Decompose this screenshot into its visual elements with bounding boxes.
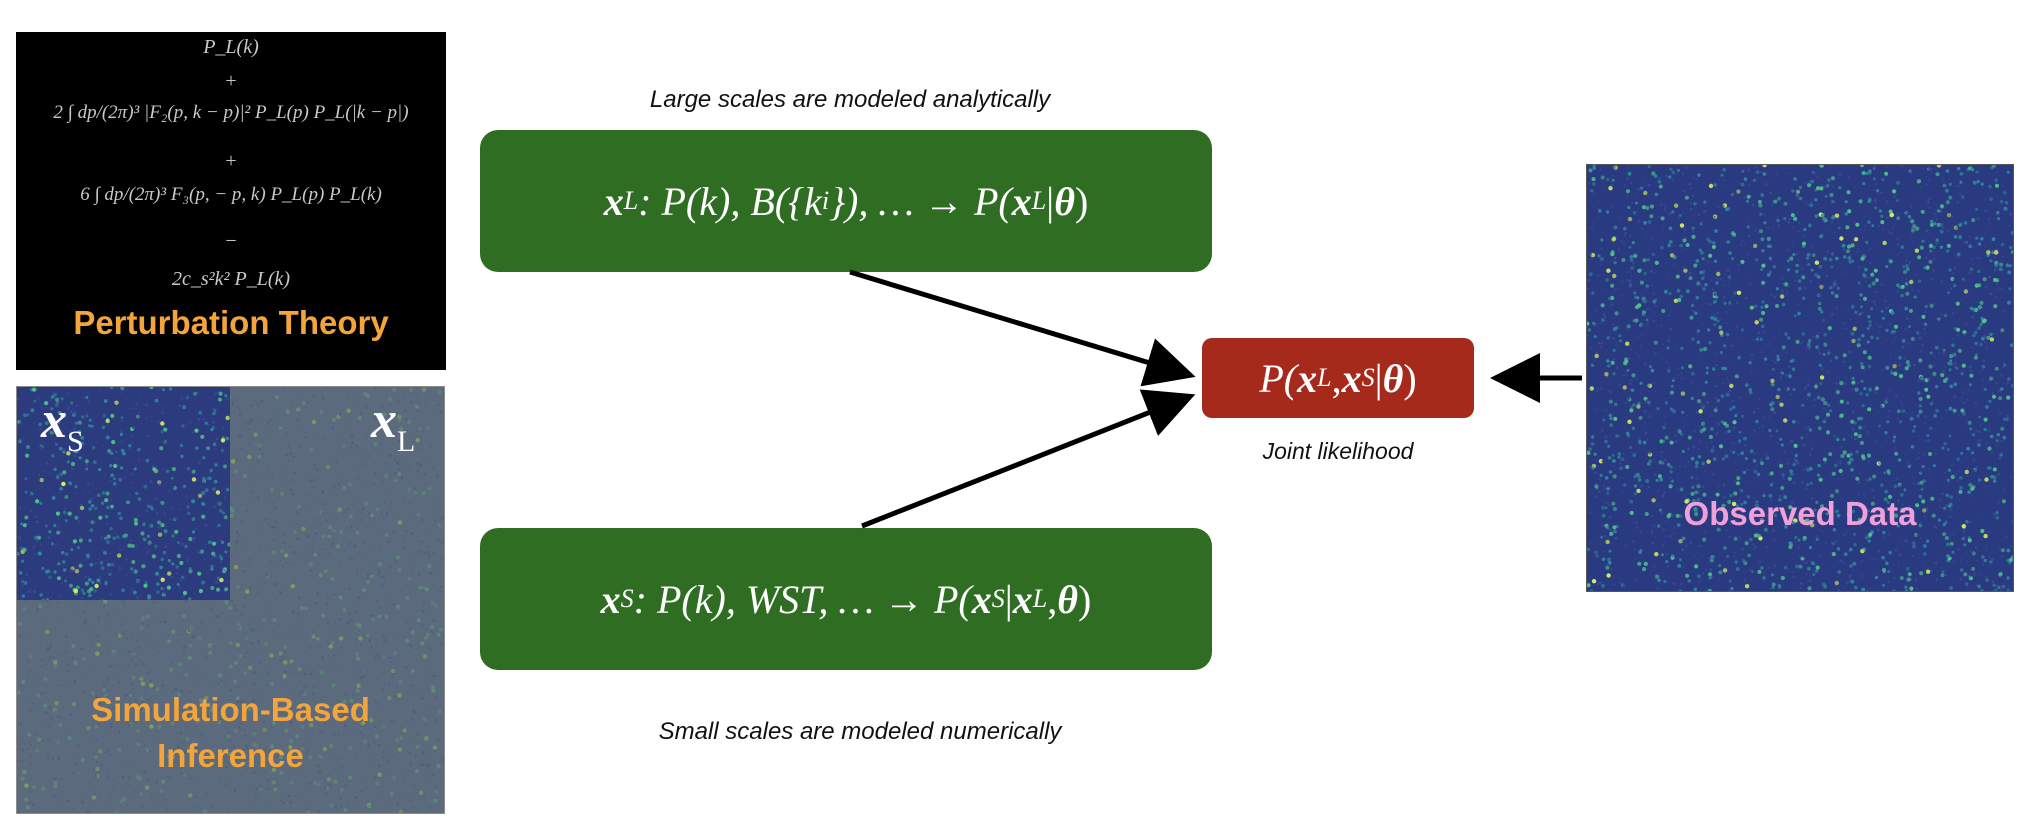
large-scale-label: xL	[371, 392, 416, 458]
small-scales-caption: Small scales are modeled numerically	[658, 718, 1062, 745]
pt-plus-2: +	[225, 150, 237, 172]
pt-eq-13: 6 ∫ dp/(2π)³ F₃(p, − p, k) P_L(p) P_L(k)	[80, 184, 382, 205]
perturbation-theory-title: Perturbation Theory	[73, 304, 389, 341]
arrow-large-to-joint	[849, 269, 1196, 387]
observed-data-panel: Observed Data	[1586, 164, 2014, 592]
pt-eq-22: 2 ∫ dp/(2π)³ |F₂(p, k − p)|² P_L(p) P_L(…	[53, 102, 409, 123]
small-scale-label: xS	[41, 392, 84, 458]
small-scale-field-image	[17, 387, 230, 600]
arrow-small-to-joint	[861, 389, 1196, 529]
observed-field-image	[1587, 165, 2013, 591]
sbi-panel: xS xL Simulation-Based Inference	[16, 386, 445, 814]
pt-eq-counterterm: 2c_s²k² P_L(k)	[171, 268, 291, 290]
pt-eq-linear: P_L(k)	[203, 36, 259, 58]
observed-data-title: Observed Data	[1683, 495, 1917, 532]
joint-likelihood-caption: Joint likelihood	[1262, 438, 1414, 464]
perturbation-theory-panel: P_L(k) + 2 ∫ dp/(2π)³ |F₂(p, k − p)|² P_…	[16, 32, 446, 370]
large-scales-caption: Large scales are modeled analytically	[649, 86, 1051, 113]
sbi-title: Simulation-Based Inference	[91, 691, 370, 774]
pt-plus-1: +	[225, 70, 237, 92]
pt-minus: −	[225, 230, 237, 252]
